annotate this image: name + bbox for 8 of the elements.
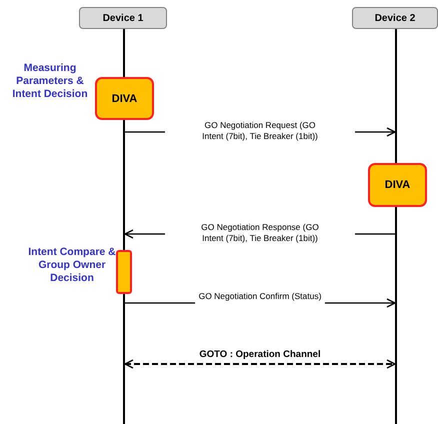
participant-box: Device 2	[352, 7, 438, 29]
edge-label: GO Negotiation Response (GO Intent (7bit), Tie Breaker (1bit))	[165, 222, 355, 246]
participant-box: Device 1	[79, 7, 167, 29]
edge-label: GO Negotiation Request (GO Intent (7bit), Tie Breaker (1bit))	[165, 120, 355, 144]
edge-label: GOTO : Operation Channel	[198, 349, 322, 361]
annotation-text: Intent Compare & Group Owner Decision	[27, 246, 117, 285]
arrow	[124, 359, 396, 369]
annotation-text: Measuring Parameters & Intent Decision	[11, 62, 89, 101]
